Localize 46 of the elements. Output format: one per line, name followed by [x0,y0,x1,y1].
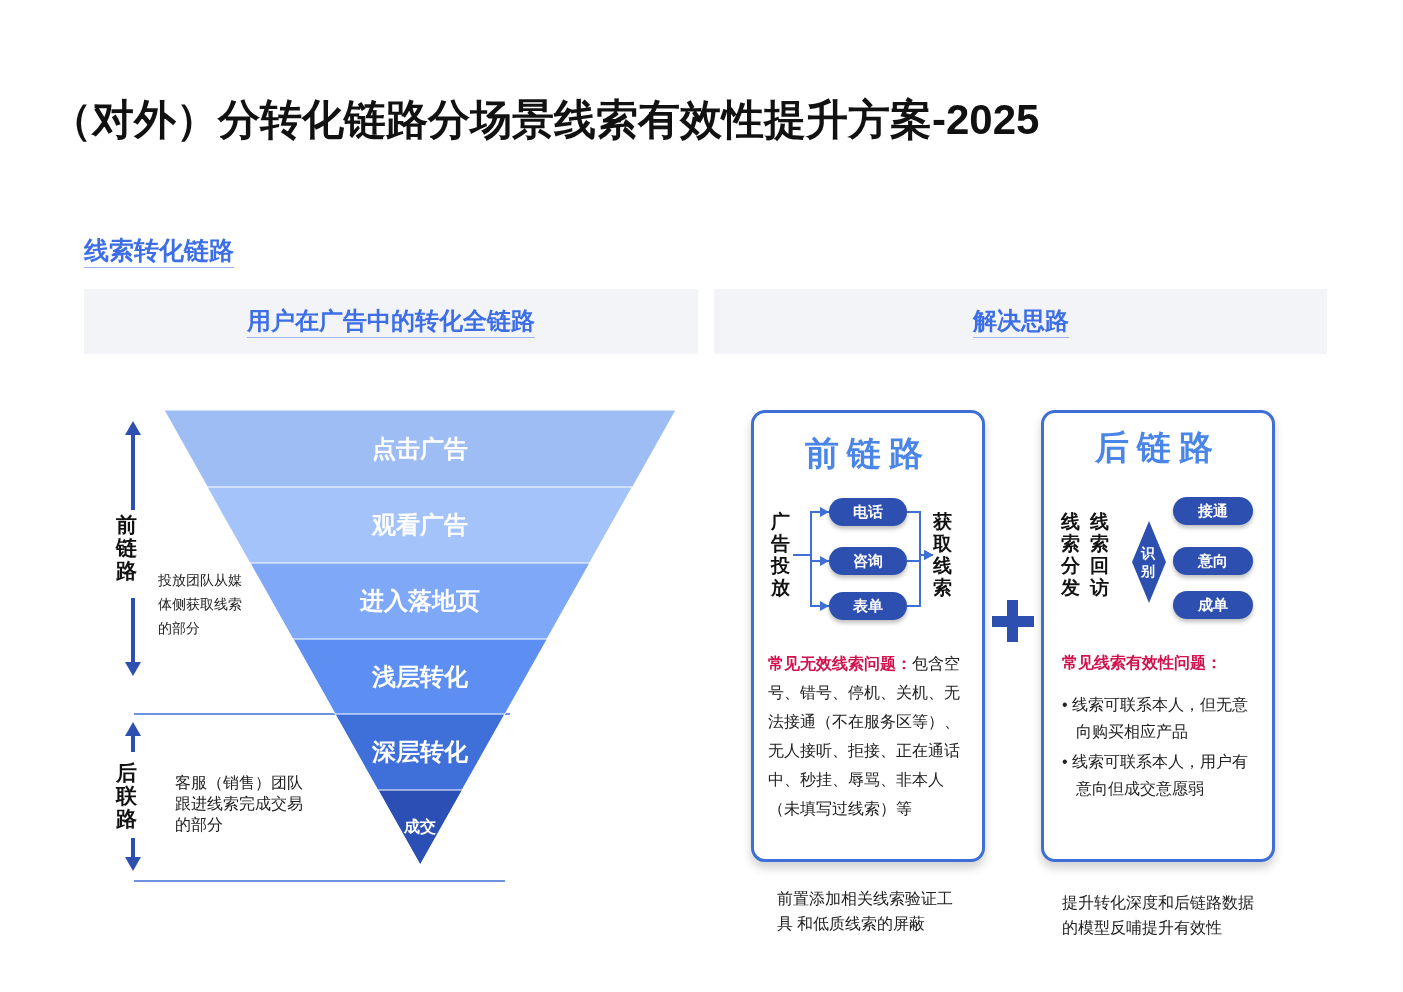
side-note: 客服（销售）团队跟进线索完成交易的部分 [175,773,303,835]
section-title: 线索转化链路 [84,234,234,268]
vertical-label: 线索回访 [1090,511,1112,599]
step-pill: 接通 [1173,497,1253,525]
funnel-layer [335,714,505,790]
step-pill: 成单 [1173,591,1253,619]
card-heading: 前链路 [804,433,932,474]
stage-label: 浅层转化 [372,661,468,692]
funnel-layer [207,487,633,563]
header-band [84,289,698,354]
section-heading: 解决思路 [972,305,1069,338]
stage-label: 进入落地页 [360,586,480,616]
card-heading: 后链路 [1094,427,1222,468]
section-heading: 用户在广告中的转化全链路 [247,305,535,338]
vertical-label: 线索分发 [1061,511,1083,599]
problem-text: 常见无效线索问题：包含空号、错号、停机、关机、无法接通（不在服务区等）、无人接听、拒接、正在通话中、秒挂、辱骂、非本人（未填写过线索）等 [768,654,961,819]
stage-label: 成交 [404,817,436,837]
vertical-label: 后联路 [116,761,138,830]
problem-heading: 常见线索有效性问题： [1062,653,1222,673]
diamond-label: 识别 [1141,544,1156,580]
stage-label: 点击广告 [372,433,468,464]
funnel-layer [377,790,463,865]
card-caption: 前置添加相关线索验证工具 和低质线索的屏蔽 [777,889,954,934]
vertical-label: 前链路 [116,513,138,582]
page-title: （对外）分转化链路分场景线索有效性提升方案-2025 [50,95,1040,145]
step-pill: 咨询 [829,547,907,575]
step-pill: 意向 [1173,547,1253,575]
vertical-label: 广告投放 [771,511,793,599]
bullet-item: • 线索可联系本人，但无意向购买相应产品 [1062,695,1250,742]
side-note: 投放团队从媒体侧获取线索的部分 [158,571,243,638]
funnel-layer [164,410,676,487]
header-band [714,289,1327,354]
decision-diamond [1132,521,1166,603]
bullet-item: • 线索可联系本人，用户有意向但成交意愿弱 [1062,752,1250,799]
panel-card [1041,410,1275,862]
step-pill: 表单 [829,592,907,620]
arrow [906,550,934,607]
card-caption: 提升转化深度和后链路数据的模型反哺提升有效性 [1062,893,1255,938]
funnel-layer [292,639,548,714]
arrow [792,554,830,611]
panel-card [751,410,985,862]
vertical-label: 获取线索 [933,511,955,599]
stage-label: 观看广告 [372,510,468,540]
funnel-layer [250,563,590,639]
stage-label: 深层转化 [372,737,468,767]
step-pill: 电话 [829,498,907,526]
